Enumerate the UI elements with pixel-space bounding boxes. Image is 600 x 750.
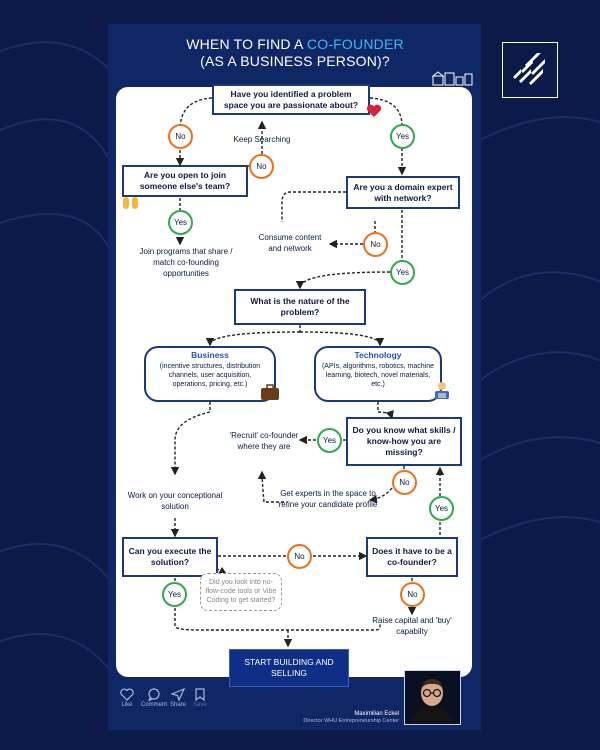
like-button[interactable]: Like — [120, 688, 134, 718]
label-work-on-solution: Work on your conceptional solution — [127, 491, 223, 511]
author-role: Director WHU Entrepreneurship Center — [303, 718, 399, 724]
comment-label: Comment — [141, 702, 168, 708]
badge-no-domain-expert: No — [363, 232, 388, 257]
hint-no-flow-code: Did you look into no-flow-code tools or … — [200, 573, 282, 611]
node-domain-expert: Are you a domain expert with network? — [346, 176, 460, 209]
author-photo — [404, 670, 461, 725]
buildings-icon — [431, 70, 474, 91]
heart-icon — [366, 104, 382, 123]
label-keep-searching: Keep Searching — [233, 135, 291, 144]
node-skills-missing: Do you know what skills / know-how you a… — [346, 417, 462, 466]
technologist-icon — [432, 380, 452, 405]
node-technology: Technology(APIs, algorithms, robotics, m… — [314, 346, 442, 402]
heart-outline-icon — [120, 688, 134, 701]
bookmark-icon — [195, 688, 205, 701]
share-button[interactable]: Share — [170, 688, 186, 718]
badge-no-join-team: No — [249, 154, 274, 179]
raised-hands-icon — [121, 195, 141, 216]
badge-no-skills: No — [392, 470, 417, 495]
node-business: Business(incentive structures, distribut… — [144, 346, 276, 402]
comment-button[interactable]: Comment — [141, 688, 167, 718]
badge-yes-domain-expert: Yes — [390, 260, 415, 285]
node-cofounder: Does it have to be a co-founder? — [366, 537, 458, 577]
badge-yes-skills: Yes — [317, 428, 342, 453]
save-label: Save — [193, 702, 207, 708]
badge-yes-join-team: Yes — [168, 210, 193, 235]
label-join-programs: Join programs that share / match co-foun… — [139, 247, 233, 278]
comment-icon — [148, 688, 160, 701]
badge-yes-execute: Yes — [162, 582, 187, 607]
briefcase-icon — [260, 383, 280, 406]
stairs-logo-icon — [502, 42, 558, 98]
badge-yes-tech-loop: Yes — [429, 496, 454, 521]
badge-no-execute: No — [287, 544, 312, 569]
node-nature-of-problem: What is the nature of the problem? — [234, 289, 366, 325]
label-raise-capital: Raise capital and 'buy' capabilty — [372, 616, 452, 636]
badge-no-cofounder: No — [400, 582, 425, 607]
save-button[interactable]: Save — [193, 688, 207, 718]
author-name: Maximilian Eckel — [354, 711, 399, 717]
badge-no-problem: No — [168, 124, 193, 149]
node-join-team: Are you open to join someone else's team… — [122, 165, 248, 197]
like-label: Like — [121, 702, 133, 708]
node-problem-space: Have you identified a problem space you … — [212, 84, 370, 115]
node-can-execute: Can you execute the solution? — [122, 537, 218, 577]
label-recruit: 'Recruit' co-founder where they are — [229, 431, 299, 451]
page-title: WHEN TO FIND A CO-FOUNDER (AS A BUSINESS… — [186, 36, 404, 69]
label-consume-content: Consume content and network — [258, 233, 322, 253]
label-get-experts: Get experts in the space to refine your … — [278, 489, 378, 509]
share-icon — [171, 688, 185, 701]
share-label: Share — [170, 702, 187, 708]
badge-yes-problem: Yes — [390, 124, 415, 149]
start-building-and-selling: START BUILDING AND SELLING — [229, 649, 349, 687]
